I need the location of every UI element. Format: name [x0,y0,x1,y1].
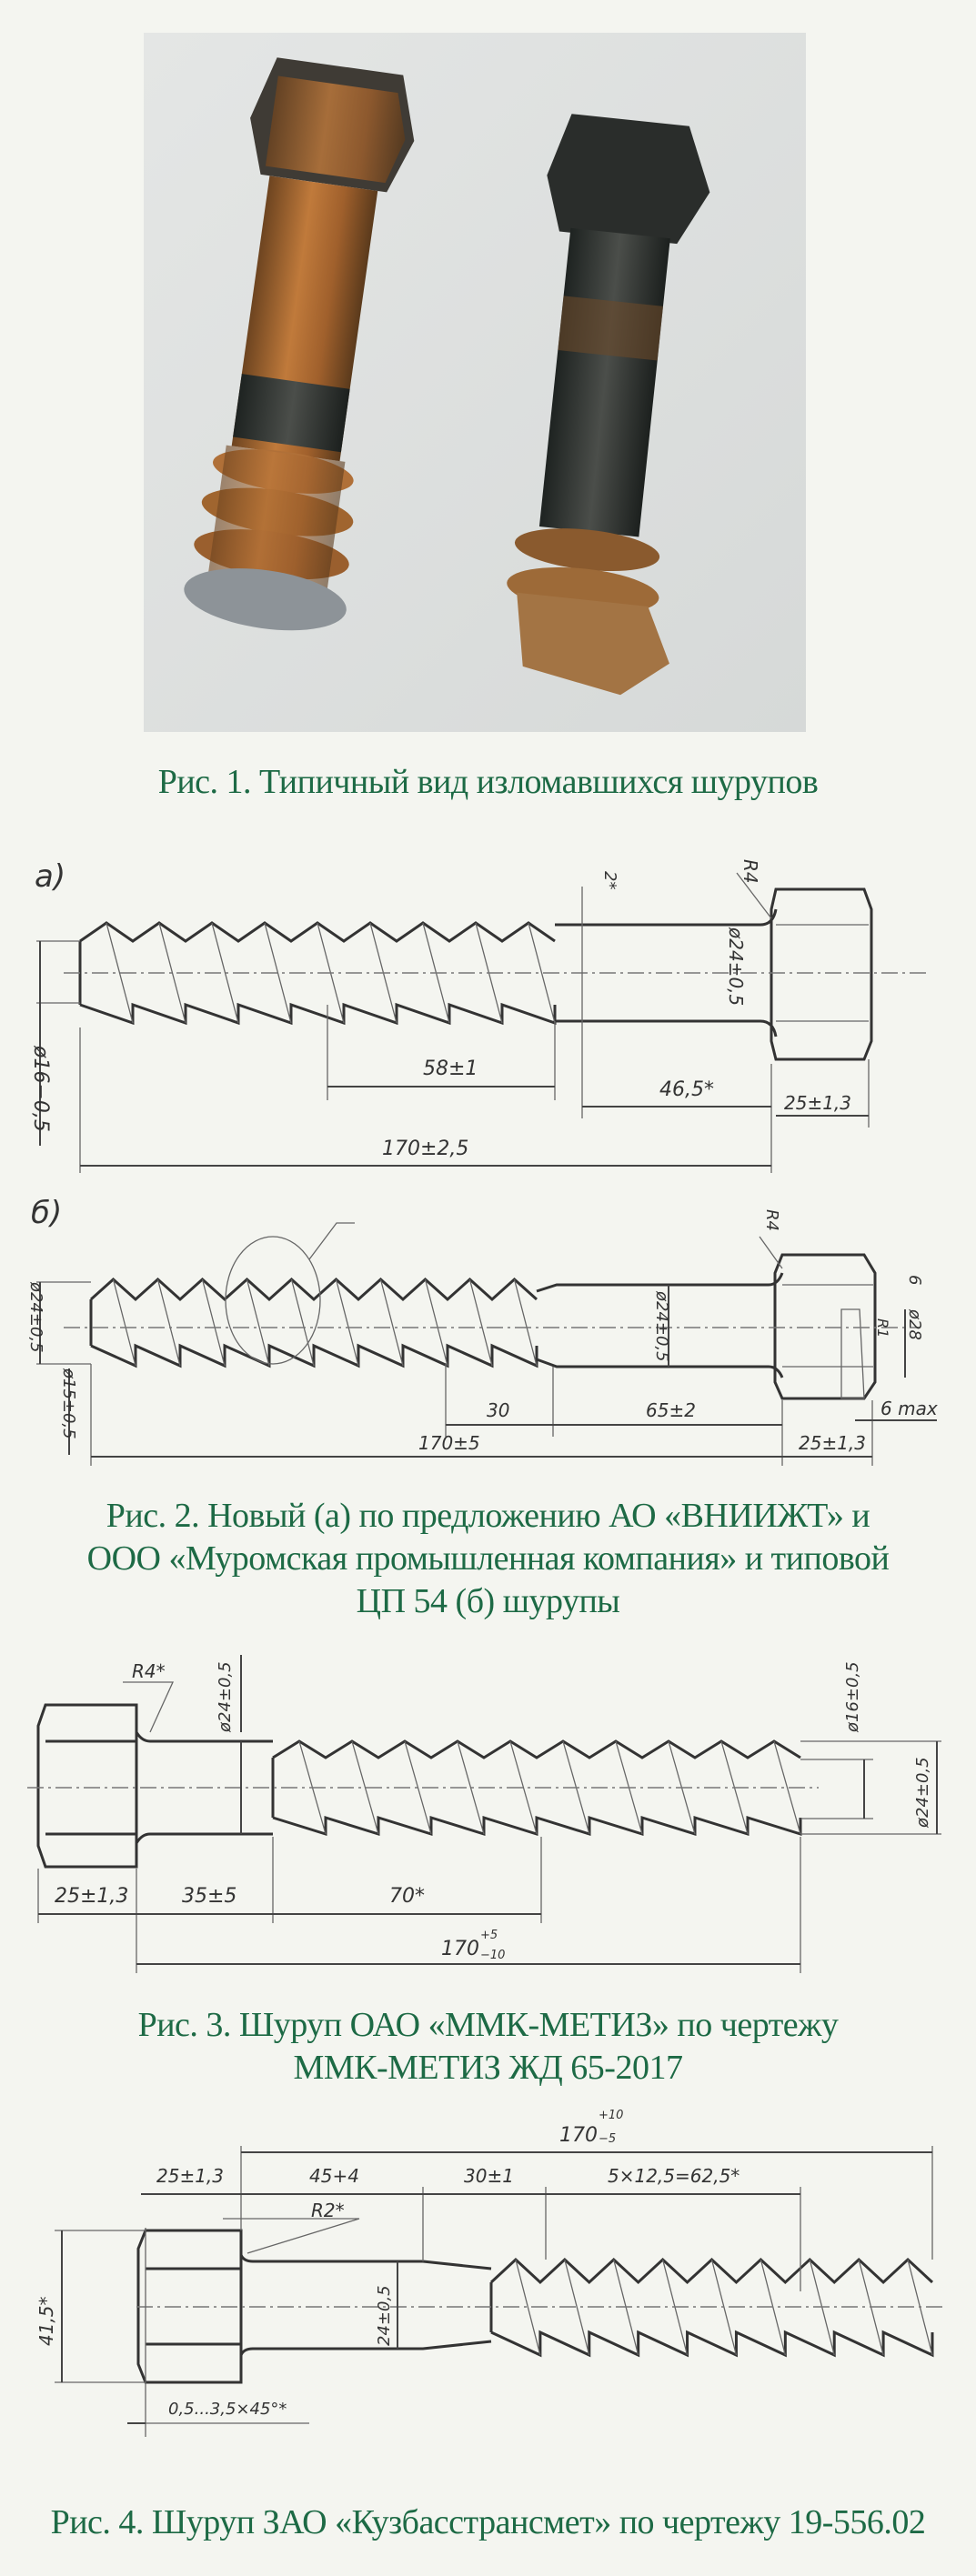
dim-41-5: 41,5* [35,2296,57,2346]
broken-screw-left [184,57,415,631]
thread-profile [272,1815,802,1837]
dim-25-head: 25±1,3 [784,1092,851,1114]
dim-thread-62-5: 5×12,5=62,5* [608,2165,740,2187]
dim-65: 65±2 [646,1399,696,1421]
figure3-caption-line2: ММК-МЕТИЗ ЖД 65-2017 [293,2049,683,2087]
dim-r2: R2* [311,2200,345,2221]
dim-dia-28: ø28 [905,1308,924,1340]
dim-30: 30 [487,1399,509,1421]
dim-170-4-lower-tol: −5 [599,2132,616,2146]
dim-6: 6 [905,1275,924,1285]
figure2a-label: а) [35,858,65,895]
dim-chamfer: 0,5...3,5×45°* [168,2400,287,2419]
dim-30-4: 30±1 [464,2165,514,2187]
thread-profile [90,1343,538,1368]
dim-70: 70* [389,1885,425,1908]
thread-profile [490,2330,934,2358]
dim-r1: R1 [874,1318,891,1338]
dim-r4-3: R4* [132,1660,166,1682]
figure2-caption-line1: Рис. 2. Новый (а) по предложению АО «ВНИ… [106,1497,870,1535]
dim-25-head-b: 25±1,3 [799,1432,866,1454]
thread-profile [79,921,556,943]
dim-170-3: 170 [441,1938,479,1960]
figure4-caption: Рис. 4. Шуруп ЗАО «Кузбасстрансмет» по ч… [50,2503,926,2541]
figure2b-label: б) [31,1195,62,1231]
dim-r4: R4 [740,859,761,884]
dim-dia-15: ø15±0,5 [59,1368,78,1439]
figure4-drawing: 170 +10 −5 25±1,3 45+4 30±1 5×12,5=62,5*… [35,2109,946,2437]
dim-dia-24-shank: ø24±0,5 [652,1290,671,1362]
broken-screw-right [507,114,710,696]
figure3-drawing: 25±1,3 35±5 70* 170 +5 −10 R4* ø24±0,5 ø… [27,1655,941,1973]
thread-profile [79,1002,557,1026]
dim-dia-24-4: 24±0,5 [375,2285,394,2346]
dim-bevel: 2* [600,871,619,889]
dim-25-head-3: 25±1,3 [55,1885,128,1908]
figure2b-drawing: б) 30 65±2 6 max 170±5 25±1,3 ø24±0,5 ø1… [26,1195,938,1466]
dim-58: 58±1 [423,1057,478,1080]
dim-6-max: 6 max [880,1398,938,1419]
dim-25-head-4: 25±1,3 [156,2165,224,2187]
thread-profile [489,2257,934,2285]
dim-dia-16-3: ø16±0,5 [843,1661,862,1733]
thread-profile [89,1277,538,1302]
figure3-caption-line1: Рис. 3. Шуруп ОАО «ММК-МЕТИЗ» по чертежу [137,2006,839,2044]
figure2-caption-line2: ООО «Муромская промышленная компания» и … [86,1539,890,1578]
dim-r4-b: R4 [762,1209,781,1231]
figure2-caption-line3: ЦП 54 (б) шурупы [356,1582,620,1620]
thread-profile [272,1739,801,1759]
dim-46-5: 46,5* [659,1078,714,1101]
dim-170-5: 170±5 [418,1432,480,1454]
dim-170-4: 170 [559,2124,598,2147]
dim-170-lower-tol: −10 [480,1949,505,1962]
dim-dia-24-outer-3: ø24±0,5 [913,1757,932,1829]
dim-170-upper-tol: +5 [480,1929,498,1942]
thread-profile [112,1278,538,1367]
dim-45: 45+4 [309,2165,359,2187]
dim-dia-24-outer: ø24±0,5 [26,1281,45,1353]
dim-dia-16: ø16−0,5 [29,1045,52,1132]
dim-170: 170±2,5 [382,1138,468,1160]
figure1-photo [144,33,806,732]
figure2a-drawing: а) 58±1 46,5* 25±1,3 170±2,5 ø16−0,5 ø24… [29,858,928,1173]
dim-35: 35±5 [182,1885,236,1908]
dim-dia-24-shank-3: ø24±0,5 [216,1661,235,1733]
dim-170-4-upper-tol: +10 [599,2109,623,2122]
dim-dia-24: ø24±0,5 [725,927,747,1006]
figure1-caption: Рис. 1. Типичный вид изломавшихся шурупо… [157,763,819,801]
